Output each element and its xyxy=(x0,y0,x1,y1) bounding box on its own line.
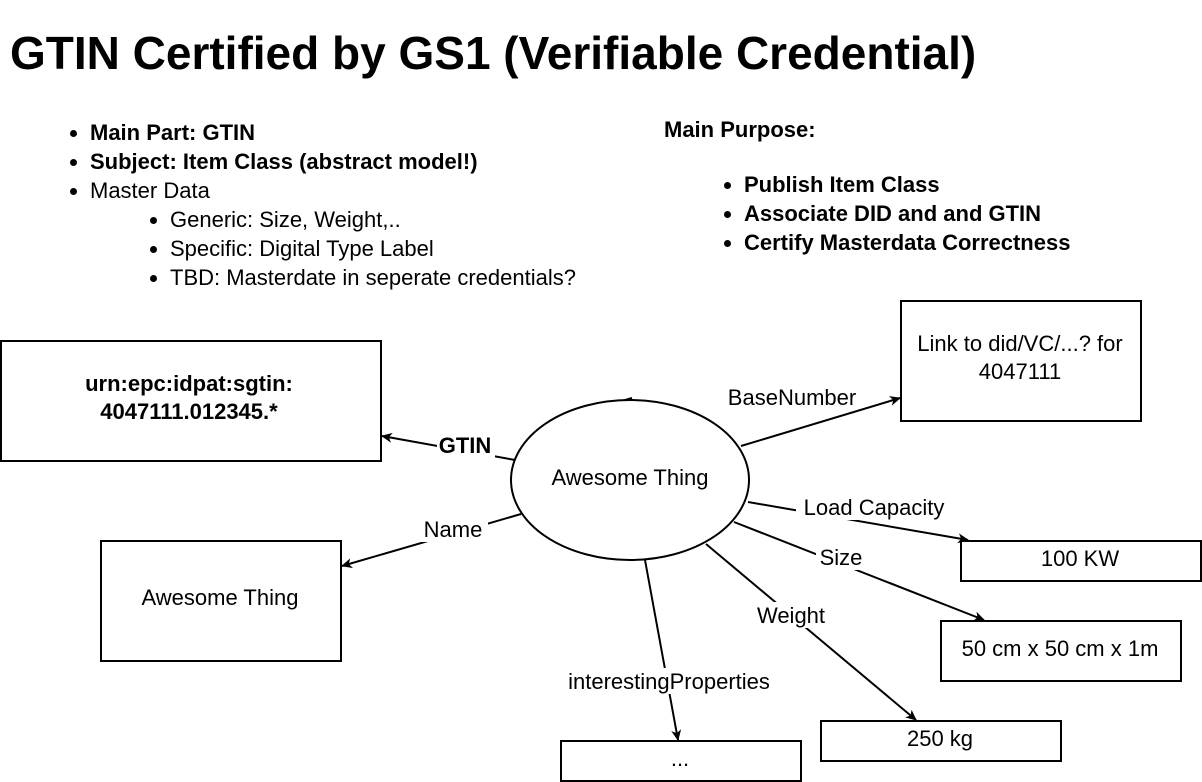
size-value: 50 cm x 50 cm x 1m xyxy=(962,636,1159,661)
urn-node xyxy=(0,340,382,462)
size-edge xyxy=(733,521,985,622)
list-item: Main Part: GTIN xyxy=(90,118,576,147)
basenumber-edge-label: BaseNumber xyxy=(728,385,856,410)
purpose-heading: Main Purpose: xyxy=(664,117,816,142)
props-value: ... xyxy=(671,746,689,771)
load-value: 100 KW xyxy=(1041,546,1119,571)
load-value-node xyxy=(960,540,1202,582)
weight-value: 250 kg xyxy=(907,726,973,751)
purpose-list: Publish Item Class Associate DID and and… xyxy=(744,170,1070,257)
name-value-node xyxy=(100,540,342,662)
page-title: GTIN Certified by GS1 (Verifiable Creden… xyxy=(10,27,977,79)
urn-line-1: urn:epc:idpat:sgtin: xyxy=(85,371,293,396)
list-item: Master Data xyxy=(90,176,576,205)
load-edge xyxy=(747,501,969,544)
link-line-1: Link to did/VC/...? for xyxy=(917,331,1122,356)
weight-edge xyxy=(705,543,917,721)
urn-line-2: 4047111.012345.* xyxy=(100,399,278,424)
size-value-node xyxy=(940,620,1182,682)
name-edge-label: Name xyxy=(424,517,483,542)
weight-value-node xyxy=(820,720,1062,762)
sub-list-item: TBD: Masterdate in seperate credentials? xyxy=(170,263,576,292)
purpose-item: Associate DID and and GTIN xyxy=(744,199,1070,228)
props-value-node xyxy=(560,740,802,782)
list-item: Subject: Item Class (abstract model!) xyxy=(90,147,576,176)
gtin-edge-label: GTIN xyxy=(439,433,492,458)
name-value: Awesome Thing xyxy=(142,585,299,610)
load-edge-label: Load Capacity xyxy=(804,495,945,520)
center-node xyxy=(510,399,750,561)
link-line-2: 4047111 xyxy=(979,359,1061,384)
weight-edge-label: Weight xyxy=(757,603,825,628)
purpose-item: Certify Masterdata Correctness xyxy=(744,228,1070,257)
link-node xyxy=(900,300,1142,422)
center-label: Awesome Thing xyxy=(552,465,709,490)
size-edge-label: Size xyxy=(820,545,863,570)
props-edge xyxy=(644,559,682,741)
master-data-list: Main Part: GTIN Subject: Item Class (abs… xyxy=(90,118,576,292)
sub-list-item: Specific: Digital Type Label xyxy=(170,234,576,263)
props-edge-label: interestingProperties xyxy=(568,669,770,694)
basenumber-edge xyxy=(740,396,901,447)
master-data-sublist: Generic: Size, Weight,.. Specific: Digit… xyxy=(90,205,576,292)
purpose-item: Publish Item Class xyxy=(744,170,1070,199)
sub-list-item: Generic: Size, Weight,.. xyxy=(170,205,576,234)
